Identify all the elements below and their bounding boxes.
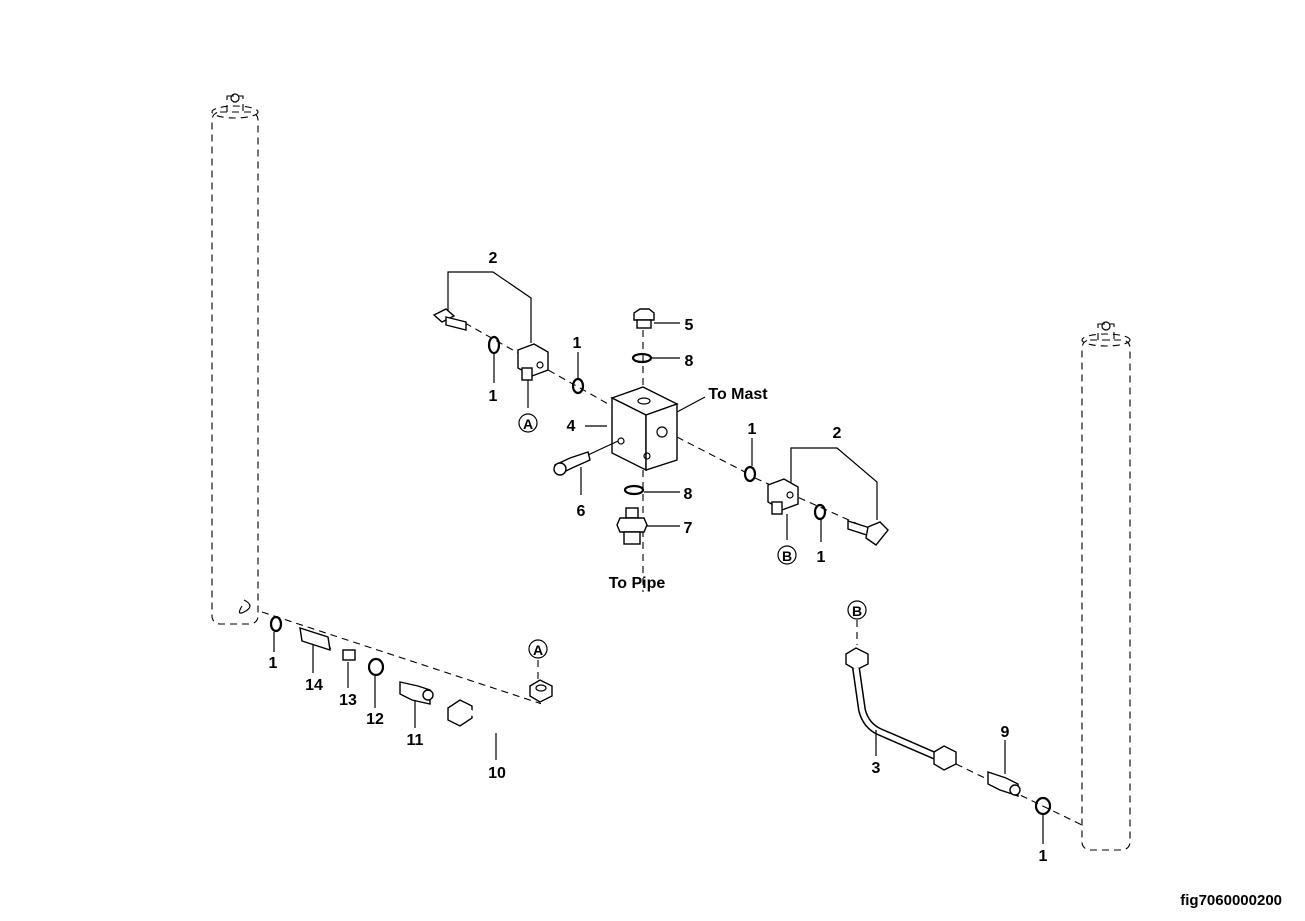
- callout-9: 9: [1001, 724, 1010, 741]
- to-pipe-label: To Pipe: [609, 575, 666, 592]
- callout-1: 1: [1039, 848, 1048, 865]
- pipe-3: [845, 647, 957, 771]
- socket-screw: [553, 440, 619, 476]
- washer-icon: [487, 335, 501, 355]
- plug: [633, 308, 655, 329]
- ref-a: A: [533, 642, 543, 658]
- callout-14: 14: [305, 677, 323, 694]
- banjo-bolt-right: [847, 520, 889, 546]
- callout-1: 1: [489, 388, 498, 405]
- callout-1: 1: [573, 335, 582, 352]
- callout-12: 12: [366, 711, 384, 728]
- figure-id: fig7060000200: [1180, 892, 1282, 909]
- callout-2: 2: [833, 425, 842, 442]
- pipe-10: [447, 679, 553, 744]
- callout-7: 7: [684, 520, 693, 537]
- banjo-bolt-left: [432, 308, 467, 331]
- right-cylinder: [1081, 321, 1131, 851]
- fitting-9: [987, 771, 1021, 797]
- callout-4: 4: [567, 418, 576, 435]
- callout-labels: 2 1 1 A 5 8 To Mast 4 6 8 7 To Pipe 1 2 …: [269, 250, 1282, 909]
- callout-13: 13: [339, 692, 357, 709]
- manifold-block: [610, 386, 679, 472]
- restrictor-13: [342, 649, 356, 661]
- callout-11: 11: [407, 732, 424, 749]
- to-mast-label: To Mast: [708, 386, 768, 403]
- callout-1: 1: [748, 421, 757, 438]
- callout-5: 5: [685, 317, 694, 334]
- callout-8: 8: [685, 353, 694, 370]
- male-fitting: [616, 507, 648, 545]
- fitting-11: [399, 681, 434, 705]
- callout-1: 1: [269, 655, 278, 672]
- callout-1: 1: [817, 549, 826, 566]
- ref-a: A: [523, 416, 533, 432]
- callout-6: 6: [577, 503, 586, 520]
- adapter-14: [299, 626, 332, 652]
- ref-b: B: [782, 548, 792, 564]
- left-cylinder: [211, 93, 259, 625]
- callout-3: 3: [872, 760, 881, 777]
- callout-2: 2: [489, 250, 498, 267]
- callout-8: 8: [684, 486, 693, 503]
- banjo-fitting-b: [767, 478, 799, 515]
- callout-10: 10: [488, 765, 506, 782]
- ref-b: B: [852, 603, 862, 619]
- banjo-fitting-a: [517, 343, 549, 381]
